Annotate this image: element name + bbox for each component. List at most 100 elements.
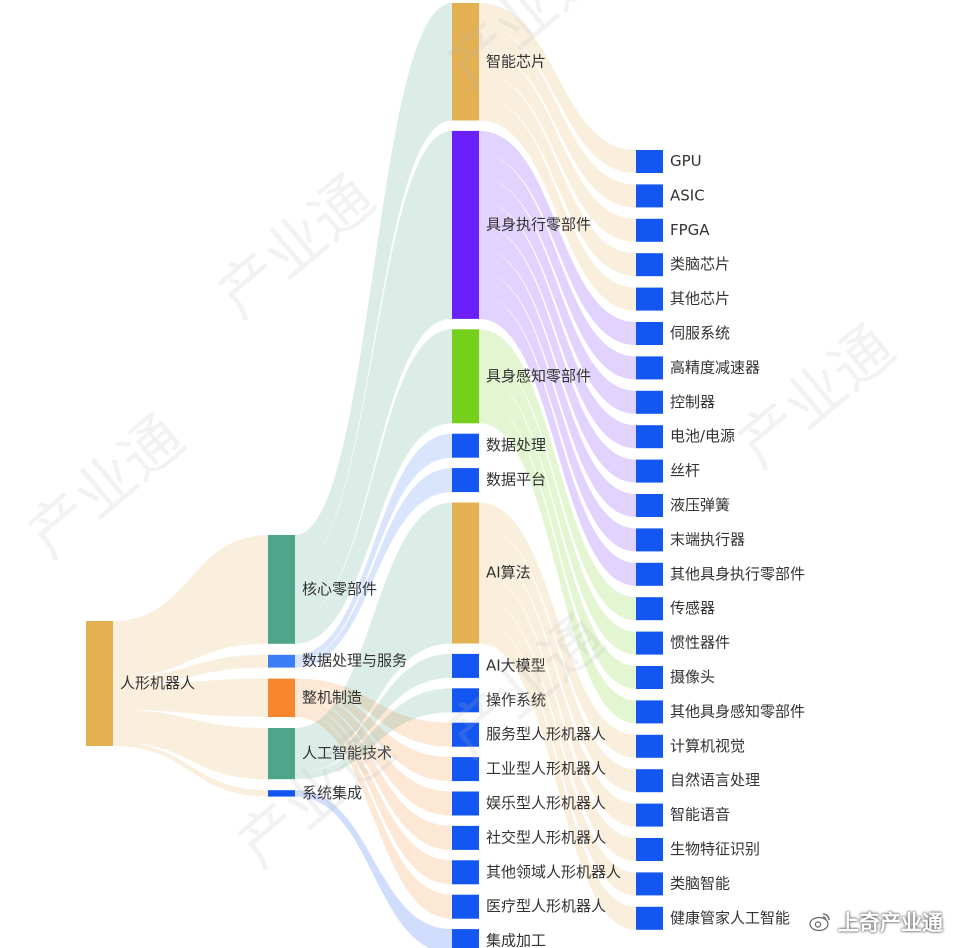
- sankey-link-whole-oth: [295, 704, 452, 885]
- sankey-node-oexec[interactable]: [636, 562, 663, 586]
- sankey-node-label-fpga: FPGA: [670, 221, 710, 239]
- sankey-node-sense[interactable]: [452, 329, 479, 424]
- sankey-node-label-ochip: 其他芯片: [670, 290, 730, 308]
- sankey-node-servo[interactable]: [636, 322, 663, 345]
- sankey-link-exec-screw: [479, 224, 636, 483]
- sankey-node-voice[interactable]: [636, 803, 663, 827]
- sankey-node-gpu[interactable]: [636, 150, 663, 173]
- sankey-link-exec-batt: [479, 201, 636, 449]
- sankey-node-dproc[interactable]: [452, 433, 479, 458]
- sankey-node-endeff[interactable]: [636, 528, 663, 552]
- sankey-link-core-sense: [295, 329, 452, 644]
- sankey-link-whole-ent: [295, 691, 452, 816]
- sankey-node-nlp[interactable]: [636, 769, 663, 793]
- sankey-link-whole-med: [295, 710, 452, 919]
- sankey-node-label-ai: 人工智能技术: [302, 744, 392, 762]
- sankey-node-asic[interactable]: [636, 184, 663, 208]
- sankey-link-root-data: [113, 654, 268, 686]
- sankey-node-batt[interactable]: [636, 425, 663, 449]
- sankey-link-algo-bio: [479, 573, 636, 861]
- sankey-node-label-endeff: 末端执行器: [670, 530, 745, 548]
- sankey-node-osense[interactable]: [636, 700, 663, 724]
- sankey-node-label-whole: 整机制造: [302, 688, 362, 706]
- sankey-node-label-core: 核心零部件: [302, 580, 377, 598]
- sankey-node-sensor[interactable]: [636, 597, 663, 621]
- sankey-node-soc[interactable]: [452, 825, 479, 850]
- sankey-node-bigm[interactable]: [452, 653, 479, 678]
- sankey-node-label-soc: 社交型人形机器人: [486, 828, 606, 846]
- sankey-node-os[interactable]: [452, 688, 479, 713]
- sankey-link-root-core: [113, 535, 268, 678]
- watermark-text: 产业通: [725, 312, 908, 481]
- sankey-node-reducer[interactable]: [636, 356, 663, 380]
- sankey-node-label-reducer: 高精度减速器: [670, 358, 760, 376]
- sankey-node-core[interactable]: [268, 535, 295, 644]
- sankey-node-sys[interactable]: [268, 790, 295, 797]
- weibo-icon: [809, 913, 830, 932]
- sankey-node-brain[interactable]: [636, 872, 663, 896]
- sankey-node-label-exec: 具身执行零部件: [486, 215, 591, 233]
- sankey-node-chip[interactable]: [452, 3, 479, 121]
- brand-logo-text: 上奇产业通: [838, 911, 943, 935]
- sankey-link-algo-brain: [479, 596, 636, 896]
- sankey-link-ai-os: [295, 688, 452, 780]
- sankey-node-ent[interactable]: [452, 791, 479, 816]
- sankey-link-algo-health: [479, 620, 636, 930]
- sankey-link-data-dplat: [295, 468, 452, 668]
- sankey-node-oth[interactable]: [452, 860, 479, 885]
- sankey-node-ochip[interactable]: [636, 287, 663, 311]
- sankey-node-cv[interactable]: [636, 734, 663, 758]
- sankey-node-label-ent: 娱乐型人形机器人: [486, 794, 606, 812]
- sankey-node-cam[interactable]: [636, 666, 663, 689]
- sankey-node-root[interactable]: [86, 621, 113, 746]
- sankey-link-root-whole: [113, 678, 268, 717]
- sankey-labels: 人形机器人核心零部件数据处理与服务整机制造人工智能技术系统集成智能芯片具身执行零…: [120, 52, 805, 948]
- sankey-node-svc[interactable]: [452, 722, 479, 747]
- sankey-node-label-ind: 工业型人形机器人: [486, 760, 606, 778]
- sankey-node-screw[interactable]: [636, 459, 663, 483]
- sankey-node-data[interactable]: [268, 654, 295, 668]
- sankey-link-whole-svc: [295, 678, 452, 747]
- sankey-node-label-svc: 服务型人形机器人: [486, 725, 606, 743]
- sankey-node-label-nlp: 自然语言处理: [670, 771, 760, 789]
- sankey-node-med[interactable]: [452, 894, 479, 919]
- sankey-node-label-data: 数据处理与服务: [302, 652, 407, 670]
- sankey-link-ai-algo: [295, 502, 452, 767]
- sankey-node-ai[interactable]: [268, 728, 295, 780]
- sankey-node-neuro[interactable]: [636, 253, 663, 277]
- sankey-links: [113, 3, 636, 948]
- sankey-node-algo[interactable]: [452, 502, 479, 644]
- sankey-node-label-voice: 智能语音: [670, 806, 730, 824]
- sankey-link-core-chip: [295, 3, 452, 567]
- sankey-link-algo-cv: [479, 502, 636, 758]
- sankey-link-whole-soc: [295, 697, 452, 850]
- sankey-node-ctrl[interactable]: [636, 390, 663, 414]
- sankey-node-ind[interactable]: [452, 757, 479, 782]
- sankey-node-exec[interactable]: [452, 130, 479, 319]
- sankey-node-imu[interactable]: [636, 631, 663, 655]
- sankey-node-label-brain: 类脑智能: [670, 874, 730, 892]
- sankey-node-bio[interactable]: [636, 838, 663, 861]
- sankey-link-exec-reducer: [479, 154, 636, 380]
- sankey-node-label-gpu: GPU: [670, 152, 702, 170]
- sankey-node-label-algo: AI算法: [486, 564, 531, 582]
- sankey-link-sense-sensor: [479, 329, 636, 621]
- sankey-node-integ[interactable]: [452, 929, 479, 948]
- sankey-link-chip-asic: [479, 26, 636, 208]
- sankey-node-label-imu: 惯性器件: [670, 634, 730, 652]
- sankey-link-whole-ind: [295, 685, 452, 782]
- sankey-node-label-oexec: 其他具身执行零部件: [670, 565, 805, 583]
- sankey-node-health[interactable]: [636, 906, 663, 930]
- sankey-link-exec-endeff: [479, 271, 636, 552]
- sankey-node-label-hydro: 液压弹簧: [670, 496, 730, 514]
- sankey-node-label-os: 操作系统: [486, 691, 546, 709]
- sankey-link-sys-integ: [295, 790, 452, 948]
- brand-logo: 上奇产业通: [808, 905, 943, 939]
- sankey-node-label-health: 健康管家人工智能: [670, 909, 790, 927]
- sankey-node-dplat[interactable]: [452, 468, 479, 493]
- sankey-node-fpga[interactable]: [636, 218, 663, 242]
- sankey-link-exec-ctrl: [479, 177, 636, 414]
- sankey-node-label-dplat: 数据平台: [486, 471, 546, 489]
- sankey-node-hydro[interactable]: [636, 494, 663, 517]
- sankey-node-whole[interactable]: [268, 678, 295, 717]
